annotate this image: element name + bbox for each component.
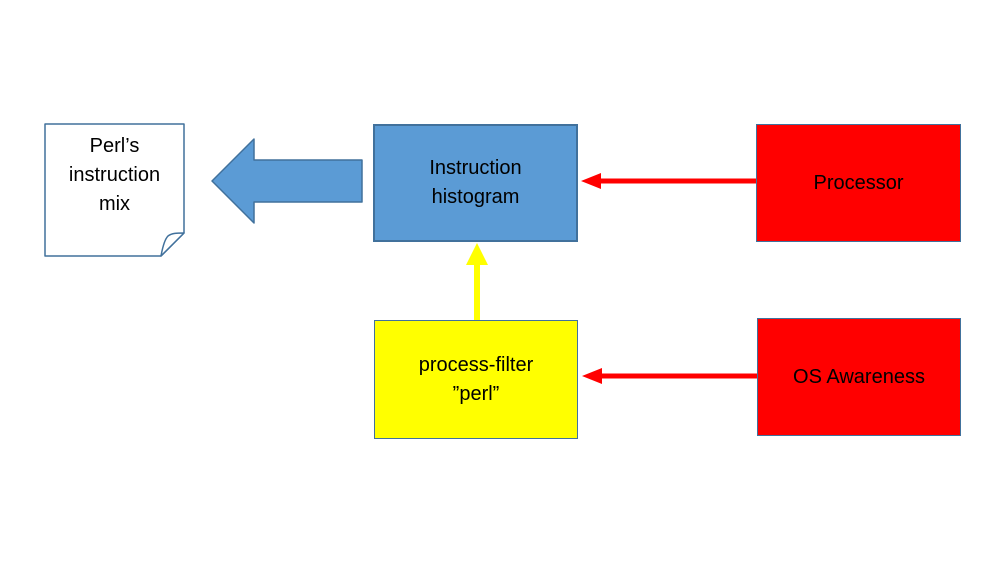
process-filter-label: process-filter ”perl” [419,351,533,409]
node-os-awareness: OS Awareness [757,318,961,436]
instruction-histogram-label: Instruction histogram [429,154,521,212]
note-label: Perl’s instruction mix [44,132,185,219]
block-arrow-left [211,138,363,224]
note-perls-instruction-mix: Perl’s instruction mix [44,123,185,257]
note-label-line2: instruction [68,164,161,186]
process-filter-line1: process-filter [418,353,534,376]
instruction-histogram-line1: Instruction [429,157,522,179]
note-fold-corner [160,232,185,257]
arrow-os-awareness-head [582,368,602,384]
arrow-processor-head [581,173,601,189]
arrow-processor-to-histogram [581,173,756,189]
processor-label: Processor [813,171,904,194]
arrow-process-filter-head [466,243,488,265]
process-filter-line2: ”perl” [452,382,500,405]
node-process-filter: process-filter ”perl” [374,320,578,439]
node-instruction-histogram: Instruction histogram [373,124,578,242]
block-arrow-shape [211,138,363,224]
folded-corner-shape [44,123,185,257]
arrow-process-filter-to-histogram [466,243,488,320]
os-awareness-label: OS Awareness [793,365,925,388]
instruction-histogram-line2: histogram [431,186,520,208]
arrow-os-awareness-to-process-filter [582,368,757,384]
note-label-line1: Perl’s [89,135,140,157]
note-label-line3: mix [98,193,131,215]
node-processor: Processor [756,124,961,242]
